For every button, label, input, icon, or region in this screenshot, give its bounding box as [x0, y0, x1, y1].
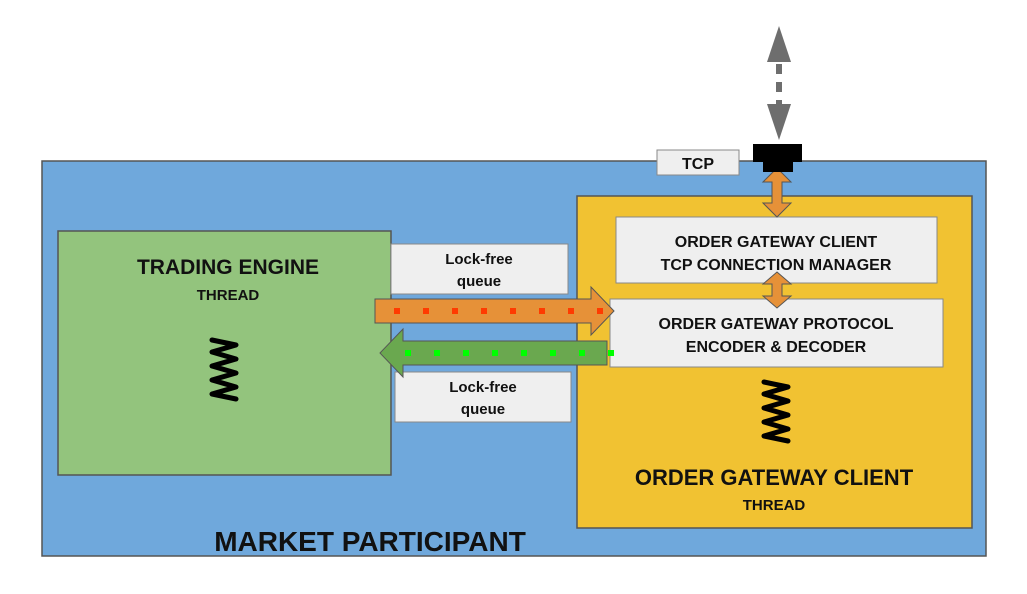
queue-item-dot — [463, 350, 469, 356]
queue-in-dots — [405, 350, 614, 356]
queue-item-dot — [405, 350, 411, 356]
spring-icon — [209, 337, 239, 402]
protocol-codec-line2: ENCODER & DECODER — [686, 339, 867, 356]
queue-item-dot — [539, 308, 545, 314]
queue-out-arrow — [374, 285, 615, 337]
order-gateway-client-thread-label: THREAD — [743, 497, 806, 514]
queue-item-dot — [608, 350, 614, 356]
queue-item-dot — [434, 350, 440, 356]
queue-item-dot — [568, 308, 574, 314]
network-socket-icon — [753, 144, 802, 172]
tcp-label: TCP — [682, 156, 714, 173]
queue-out-dots — [394, 308, 603, 314]
queue-item-dot — [492, 350, 498, 356]
market-participant-title: MARKET PARTICIPANT — [214, 526, 526, 557]
queue-in-line1: Lock-free — [449, 379, 517, 396]
queue-out-line1: Lock-free — [445, 251, 513, 268]
queue-item-dot — [521, 350, 527, 356]
queue-out-label-box — [390, 243, 569, 295]
queue-item-dot — [550, 350, 556, 356]
queue-item-dot — [510, 308, 516, 314]
queue-item-dot — [423, 308, 429, 314]
queue-in-label-box — [394, 371, 572, 423]
trading-engine-box — [57, 230, 392, 476]
trading-engine-title: TRADING ENGINE — [137, 256, 319, 279]
tcp-connection-manager-line2: TCP CONNECTION MANAGER — [661, 257, 892, 274]
protocol-codec-box — [609, 298, 944, 368]
order-gateway-client-title: ORDER GATEWAY CLIENT — [635, 465, 914, 490]
queue-item-dot — [481, 308, 487, 314]
queue-item-dot — [579, 350, 585, 356]
trading-engine-thread-label: THREAD — [197, 287, 260, 304]
queue-item-dot — [452, 308, 458, 314]
tcp-manager-to-codec-arrow — [761, 271, 793, 309]
queue-in-line2: queue — [461, 401, 505, 418]
tcp-label-box — [656, 149, 740, 176]
protocol-codec-line1: ORDER GATEWAY PROTOCOL — [659, 316, 894, 333]
spring-icon — [761, 379, 791, 444]
queue-item-dot — [394, 308, 400, 314]
queue-item-dot — [597, 308, 603, 314]
tcp-connection-manager-line1: ORDER GATEWAY CLIENT — [675, 234, 878, 251]
socket-to-tcp-manager-arrow — [761, 167, 793, 218]
network-link-arrow — [767, 26, 791, 140]
queue-out-line2: queue — [457, 273, 501, 290]
